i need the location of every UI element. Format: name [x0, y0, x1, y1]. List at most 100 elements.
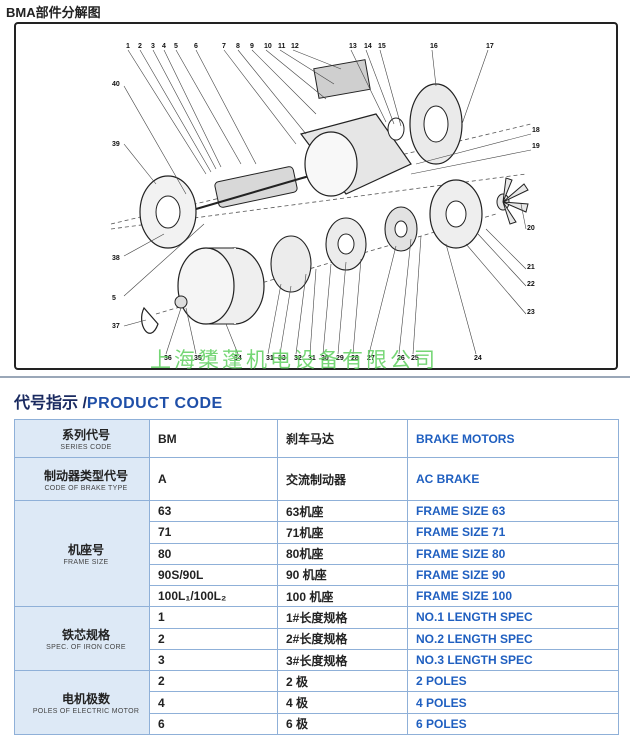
part-number-label: 12	[291, 43, 299, 50]
watermark-text: 上海橥蓬机电设备有限公司	[150, 348, 438, 372]
code-cell: A	[149, 457, 278, 502]
part-number-label: 21	[527, 264, 535, 271]
part-number-label: 3	[151, 43, 155, 50]
part-number-label: 6	[194, 43, 198, 50]
section-divider	[0, 376, 630, 378]
category-en: POLES OF ELECTRIC MOTOR	[32, 708, 140, 716]
category-zh: 电机极数	[61, 692, 110, 707]
part-number-label: 5	[112, 295, 116, 302]
code-cell: 100L₁/100L₂	[149, 585, 278, 608]
en-desc-cell: BRAKE MOTORS	[407, 418, 619, 459]
zh-desc-cell: 6 极	[277, 712, 408, 736]
part-number-label: 16	[430, 43, 438, 50]
part-number-label: 8	[236, 43, 240, 50]
part-number-label: 24	[474, 355, 482, 362]
product-code-heading-en: PRODUCT CODE	[86, 395, 223, 412]
code-cell: 71	[149, 521, 278, 544]
code-cell: 1	[149, 606, 278, 629]
part-number-label: 35	[194, 355, 202, 362]
zh-desc-cell: 3#长度规格	[277, 648, 408, 672]
code-cell: 3	[149, 648, 278, 672]
part-number-label: 34	[234, 355, 242, 362]
table-row: 71 71机座 FRAME SIZE 71	[15, 521, 619, 544]
zh-desc-cell: 2#长度规格	[277, 627, 408, 650]
zh-desc-cell: 63机座	[277, 500, 408, 523]
en-desc-cell: 2 POLES	[407, 670, 619, 693]
en-desc-cell: FRAME SIZE 100	[407, 585, 619, 608]
page-title: BMA部件分解图	[6, 5, 101, 20]
part-number-label: 11	[278, 43, 286, 50]
part-number-label: 4	[162, 43, 166, 50]
code-cell: BM	[149, 418, 278, 459]
part-number-label: 36	[164, 355, 172, 362]
zh-desc-cell: 交流制动器	[277, 457, 408, 502]
code-cell: 63	[149, 500, 278, 523]
part-number-label: 9	[250, 43, 254, 50]
category-en: SPEC. OF IRON CORE	[46, 644, 126, 652]
en-desc-cell: FRAME SIZE 63	[407, 500, 619, 523]
category-en: SERIES CODE	[60, 444, 112, 452]
zh-desc-cell: 4 极	[277, 691, 408, 714]
table-row: 90S/90L 90 机座 FRAME SIZE 90	[15, 563, 619, 587]
part-number-label: 17	[486, 43, 494, 50]
part-number-label: 7	[222, 43, 226, 50]
part-number-label: 19	[532, 143, 540, 150]
code-cell: 2	[149, 627, 278, 650]
en-desc-cell: NO.1 LENGTH SPEC	[407, 606, 619, 629]
part-number-label: 14	[364, 43, 372, 50]
part-number-label: 15	[378, 43, 386, 50]
part-number-label: 38	[112, 255, 120, 262]
en-desc-cell: NO.3 LENGTH SPEC	[407, 648, 619, 672]
part-number-label: 18	[532, 127, 540, 134]
product-code-heading-zh: 代号指示 /	[14, 395, 87, 412]
category-zh: 铁芯规格	[61, 628, 110, 643]
code-cell: 6	[149, 712, 278, 736]
category-en: FRAME SIZE	[63, 559, 109, 567]
part-number-label: 33	[278, 355, 286, 362]
table-row: 2 2#长度规格 NO.2 LENGTH SPEC	[15, 627, 619, 650]
zh-desc-cell: 1#长度规格	[277, 606, 408, 629]
part-number-label: 30	[321, 355, 329, 362]
zh-desc-cell: 90 机座	[277, 563, 408, 587]
part-number-label: 13	[349, 43, 357, 50]
en-desc-cell: NO.2 LENGTH SPEC	[407, 627, 619, 650]
code-cell: 4	[149, 691, 278, 714]
part-number-label: 32	[294, 355, 302, 362]
part-number-label: 20	[527, 225, 535, 232]
en-desc-cell: 6 POLES	[407, 712, 619, 736]
part-number-label: 2	[138, 43, 142, 50]
part-number-label: 31	[266, 355, 274, 362]
category-zh: 机座号	[67, 543, 104, 558]
en-desc-cell: 4 POLES	[407, 691, 619, 714]
code-cell: 2	[149, 670, 278, 693]
table-row: 6 6 极 6 POLES	[15, 712, 619, 736]
part-number-label: 26	[397, 355, 405, 362]
en-desc-cell: FRAME SIZE 90	[407, 563, 619, 587]
part-number-label: 5	[174, 43, 178, 50]
category-zh: 制动器类型代号	[43, 468, 128, 483]
en-desc-cell: FRAME SIZE 80	[407, 542, 619, 565]
part-number-label: 23	[527, 309, 535, 316]
part-number-label: 25	[411, 355, 419, 362]
part-number-label: 39	[112, 141, 120, 148]
code-cell: 80	[149, 542, 278, 565]
category-en: CODE OF BRAKE TYPE	[44, 484, 128, 492]
part-number-label: 31	[308, 355, 316, 362]
en-desc-cell: AC BRAKE	[407, 457, 619, 502]
en-desc-cell: FRAME SIZE 71	[407, 521, 619, 544]
part-number-label: 40	[112, 81, 120, 88]
part-number-label: 27	[367, 355, 375, 362]
zh-desc-cell: 刹车马达	[277, 418, 408, 459]
